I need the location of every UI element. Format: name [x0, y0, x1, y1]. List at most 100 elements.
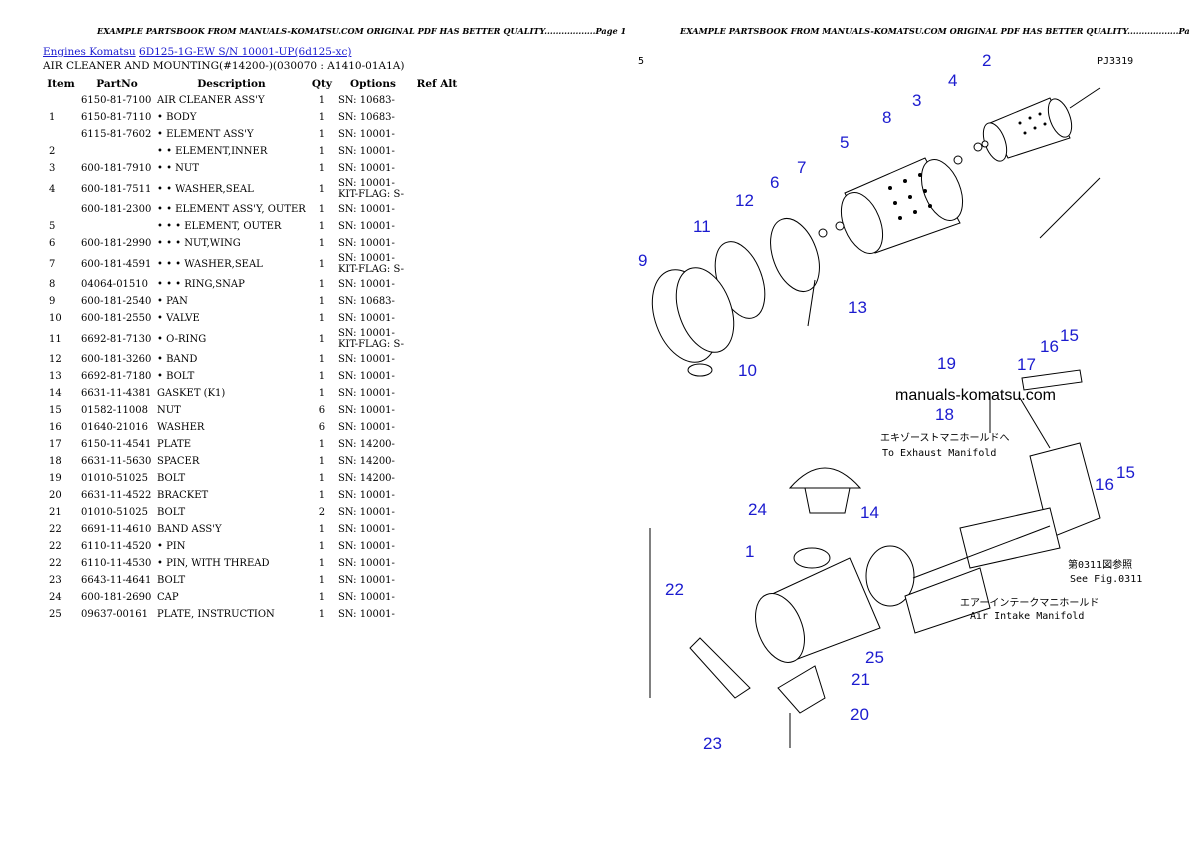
- description-cell: • • WASHER,SEAL: [157, 183, 254, 195]
- quantity-cell: 1: [318, 146, 326, 157]
- cap-drawing: [788, 467, 862, 514]
- see-fig-label-en: See Fig.0311: [1070, 574, 1142, 585]
- quantity-cell: 1: [318, 388, 326, 399]
- description-cell: PLATE, INSTRUCTION: [157, 609, 275, 620]
- callout-number: 8: [882, 108, 891, 127]
- item-cell: 5: [49, 221, 56, 232]
- washer-seal-drawing: [953, 155, 963, 165]
- ref-alt-cell: [410, 252, 464, 276]
- description-cell: • • • NUT,WING: [157, 238, 241, 249]
- watermark-text: manuals-komatsu.com: [895, 387, 1056, 404]
- options-serial: SN: 10001-: [337, 405, 395, 416]
- quantity-cell: 1: [318, 354, 326, 365]
- callout-number: 25: [865, 648, 884, 667]
- options-cell: SN: 10001-: [336, 201, 410, 218]
- part-number-cell: 6150-11-4541: [81, 439, 152, 450]
- item-cell: [43, 126, 79, 143]
- description-cell: • BODY: [157, 112, 197, 123]
- options-serial: SN: 10001-: [337, 609, 395, 620]
- breadcrumb-link-model[interactable]: 6D125-1G-EW S/N 10001-UP(6d125-xc): [139, 46, 352, 58]
- part-number-cell: 6691-11-4610: [81, 524, 152, 535]
- page-header-right: EXAMPLE PARTSBOOK FROM MANUALS-KOMATSU.C…: [680, 26, 1190, 36]
- description-cell: • • ELEMENT ASS'Y, OUTER: [157, 204, 306, 215]
- options-cell: SN: 10001-: [336, 606, 410, 623]
- part-number-cell: 6110-11-4520: [81, 541, 152, 552]
- inner-washer-drawing: [981, 140, 989, 148]
- callout-number: 19: [937, 354, 956, 373]
- part-number-cell: 09637-00161: [81, 609, 149, 620]
- item-cell: 9: [49, 296, 56, 307]
- description-cell: • • • ELEMENT, OUTER: [157, 221, 282, 232]
- part-number-cell: 600-181-2300: [81, 204, 152, 215]
- part-number-cell: 01010-51025: [81, 507, 149, 518]
- callout-number: 18: [935, 405, 954, 424]
- part-number-cell: 6631-11-4522: [81, 490, 152, 501]
- intake-label-en: Air Intake Manifold: [970, 611, 1084, 622]
- description-cell: SPACER: [157, 456, 200, 467]
- description-cell: BOLT: [157, 507, 186, 518]
- ref-alt-cell: [410, 218, 464, 235]
- description-cell: • • • WASHER,SEAL: [157, 258, 263, 270]
- callout-number: 13: [848, 298, 867, 317]
- ref-alt-cell: [410, 504, 464, 521]
- options-cell: SN: 10001-KIT-FLAG: S-: [336, 327, 410, 351]
- ref-alt-cell: [410, 470, 464, 487]
- band-assy-drawing: [689, 637, 751, 699]
- breadcrumb-link-engines[interactable]: Engines Komatsu: [43, 46, 136, 58]
- part-number-cell: 6643-11-4641: [81, 575, 152, 586]
- quantity-cell: 1: [318, 296, 326, 307]
- plate-drawing: [1021, 369, 1083, 391]
- item-cell: 22: [49, 524, 62, 535]
- description-cell: PLATE: [157, 439, 192, 450]
- parts-table: Item PartNo Description Qty Options Ref …: [43, 76, 464, 623]
- ref-alt-cell: [410, 177, 464, 201]
- options-cell: SN: 10001-: [336, 385, 410, 402]
- description-cell: • O-RING: [157, 333, 207, 345]
- quantity-cell: 1: [318, 221, 326, 232]
- quantity-cell: 1: [318, 558, 326, 569]
- options-cell: SN: 10001-: [336, 555, 410, 572]
- options-serial: SN: 10683-: [337, 95, 395, 106]
- intake-label-jp: エアーインテークマニホールド: [960, 597, 1099, 609]
- column-header-options: Options: [349, 78, 396, 90]
- part-number-cell: 600-181-2550: [81, 313, 152, 324]
- options-serial: SN: 10001-: [337, 129, 395, 140]
- ref-alt-cell: [410, 276, 464, 293]
- description-cell: • BOLT: [157, 371, 195, 382]
- ref-alt-cell: [410, 126, 464, 143]
- callout-number: 20: [850, 705, 869, 724]
- ref-alt-cell: [410, 109, 464, 126]
- ref-alt-cell: [410, 453, 464, 470]
- page-header-left: EXAMPLE PARTSBOOK FROM MANUALS-KOMATSU.C…: [97, 26, 627, 36]
- item-cell: [43, 92, 79, 109]
- ref-alt-cell: [410, 385, 464, 402]
- see-fig-label-jp: 第0311図参照: [1068, 558, 1132, 571]
- part-number-cell: 600-181-4591: [81, 258, 152, 270]
- ref-alt-cell: [410, 487, 464, 504]
- quantity-cell: 1: [318, 490, 326, 501]
- options-serial: SN: 10001-: [337, 221, 395, 232]
- options-cell: SN: 10001-: [336, 368, 410, 385]
- ref-alt-cell: [410, 572, 464, 589]
- item-cell: 18: [49, 456, 62, 467]
- options-serial: SN: 10001-: [337, 524, 395, 535]
- item-cell: 8: [49, 279, 56, 290]
- options-cell: SN: 10001-: [336, 589, 410, 606]
- item-cell: 6: [49, 238, 56, 249]
- options-cell: SN: 10001-: [336, 419, 410, 436]
- description-cell: • BAND: [157, 354, 198, 365]
- options-cell: SN: 14200-: [336, 453, 410, 470]
- part-number-cell: 01010-51025: [81, 473, 149, 484]
- item-cell: 22: [49, 541, 62, 552]
- callout-number: 12: [735, 191, 754, 210]
- options-cell: SN: 10001-KIT-FLAG: S-: [336, 177, 410, 201]
